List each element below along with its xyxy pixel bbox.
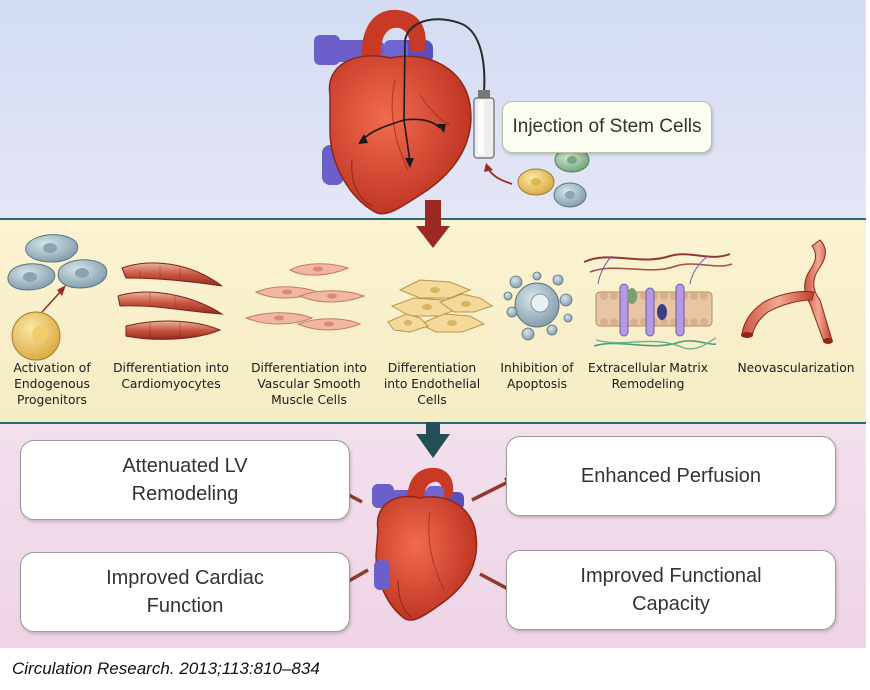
- cardiomyocytes-icon: [117, 262, 224, 340]
- mechanism-label-progenitors: Activation of Endogenous Progenitors: [13, 361, 91, 407]
- heart-illustration-top: [314, 9, 495, 215]
- endothelial-cells-icon: [387, 279, 494, 333]
- outcome-cardiac-function: Improved Cardiac Function: [20, 552, 350, 632]
- stem-cells-cluster: [484, 147, 590, 208]
- outcome-cardiac-function-label: Improved Cardiac Function: [106, 567, 264, 617]
- mechanism-label-smooth-muscle: Differentiation into Vascular Smooth Mus…: [251, 361, 367, 407]
- injection-label: Injection of Stem Cells: [512, 116, 702, 137]
- outcome-perfusion: Enhanced Perfusion: [506, 436, 836, 516]
- outcome-functional-capacity: Improved Functional Capacity: [506, 550, 836, 630]
- progenitor-cells-icon: [7, 234, 108, 361]
- mechanism-label-apoptosis: Inhibition of Apoptosis: [500, 361, 574, 391]
- heart-illustration-bottom: [372, 467, 478, 621]
- mechanism-label-endothelial: Differentiation into Endothelial Cells: [383, 361, 481, 407]
- outcome-lv-remodeling: Attenuated LV Remodeling: [20, 440, 350, 520]
- down-arrow-outcomes: [416, 422, 450, 458]
- mechanism-label-ecm: Extracellular Matrix Remodeling: [587, 361, 709, 391]
- smooth-muscle-cells-icon: [244, 263, 366, 331]
- citation: Circulation Research. 2013;113:810–834: [12, 659, 320, 678]
- extracellular-matrix-icon: [583, 253, 733, 350]
- outcome-lv-remodeling-label: Attenuated LV Remodeling: [122, 455, 248, 505]
- mechanism-label-cardiomyocytes: Differentiation into Cardiomyocytes: [113, 361, 229, 391]
- blood-vessel-icon: [741, 239, 833, 344]
- injection-callout: Injection of Stem Cells: [502, 101, 712, 153]
- mechanism-label-neovascularization: Neovascularization: [737, 361, 855, 375]
- down-arrow-injection: [416, 200, 450, 248]
- outcome-perfusion-label: Enhanced Perfusion: [580, 465, 762, 487]
- outcome-functional-capacity-label: Improved Functional Capacity: [580, 565, 762, 615]
- apoptosis-cell-icon: [503, 271, 573, 341]
